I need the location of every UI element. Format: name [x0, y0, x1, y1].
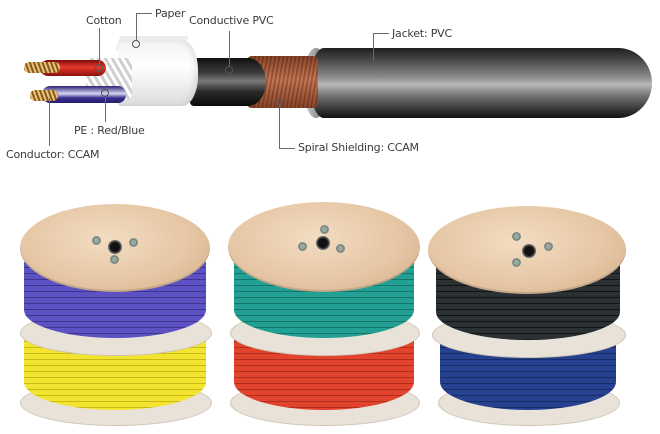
- label-conductive-pvc: Conductive PVC: [189, 14, 274, 27]
- label-conductor: Conductor: CCAM: [6, 148, 100, 161]
- reel-bolt: [110, 255, 119, 264]
- leader-pe: [105, 96, 106, 122]
- cable-reel-black-blue: [428, 204, 628, 432]
- reel-bolt: [92, 236, 101, 245]
- marker-cotton: [95, 64, 103, 72]
- cable-reel-purple-yellow: [18, 200, 214, 430]
- marker-pe: [101, 89, 109, 97]
- reel-bolt: [512, 232, 521, 241]
- leader-conductive-pvc: [229, 31, 230, 67]
- reel-bolt: [336, 244, 345, 253]
- label-pe: PE : Red/Blue: [74, 124, 145, 137]
- leader-shielding-h: [279, 148, 295, 149]
- marker-conductive-pvc: [225, 66, 233, 74]
- label-jacket: Jacket: PVC: [392, 27, 452, 40]
- leader-jacket-h: [373, 33, 389, 34]
- reel-hub: [108, 240, 122, 254]
- leader-cotton: [99, 28, 100, 66]
- label-spiral-shielding: Spiral Shielding: CCAM: [298, 141, 419, 154]
- red-core-conductor: [24, 62, 60, 73]
- reel-bolt: [298, 242, 307, 251]
- reel-bolt: [544, 242, 553, 251]
- blue-core-conductor: [30, 90, 58, 101]
- leader-paper-h: [136, 13, 152, 14]
- cable-reel-teal-red: [228, 200, 424, 430]
- marker-paper: [132, 40, 140, 48]
- cable-jacket: [310, 48, 652, 118]
- reel-bolt: [129, 238, 138, 247]
- marker-shielding: [275, 99, 283, 107]
- reel-bolt: [320, 225, 329, 234]
- leader-jacket-v: [373, 33, 374, 61]
- label-cotton: Cotton: [86, 14, 122, 27]
- label-paper: Paper: [155, 7, 186, 20]
- reel-hub: [316, 236, 330, 250]
- leader-conductor: [49, 98, 50, 146]
- reel-hub: [522, 244, 536, 258]
- reel-bolt: [512, 258, 521, 267]
- leader-paper-v: [136, 13, 137, 41]
- leader-shielding-v: [279, 104, 280, 148]
